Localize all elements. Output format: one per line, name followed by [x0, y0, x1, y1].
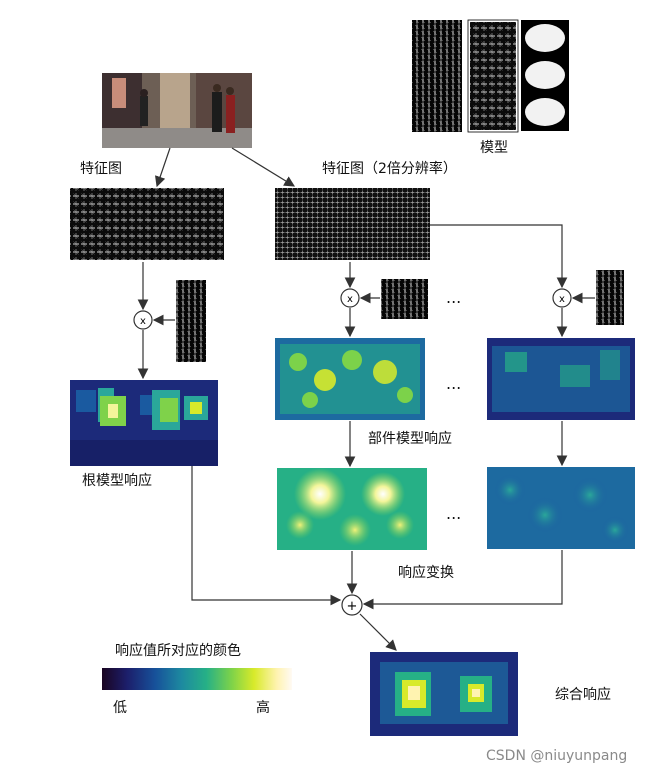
arrow-root-to-add: [191, 466, 342, 606]
transformed-response-1: [277, 468, 427, 550]
response-transform-label: 响应变换: [398, 565, 454, 581]
multiply-node-root: x: [133, 310, 153, 330]
model-label: 模型: [480, 140, 508, 156]
multiply-node-root-symbol: x: [140, 316, 146, 327]
colormap-title: 响应值所对应的颜色: [115, 643, 241, 659]
add-node: +: [341, 594, 363, 616]
root-response-heatmap: [70, 380, 218, 466]
ellipsis-row-3: ...: [446, 504, 462, 523]
watermark: CSDN @niuyunpang: [486, 748, 628, 764]
colormap-high-label: 高: [256, 700, 270, 716]
root-response-label: 根模型响应: [82, 473, 152, 489]
model-templates: [412, 19, 569, 133]
combined-response-heatmap: [370, 652, 518, 736]
transformed-response-n: [487, 467, 635, 549]
multiply-node-partn: x: [552, 288, 572, 308]
feature-map-2x: [275, 188, 430, 260]
part-filter-1: [381, 279, 428, 319]
input-photo: [102, 73, 252, 148]
colormap-low-label: 低: [113, 700, 127, 716]
part-response-label: 部件模型响应: [368, 431, 452, 447]
multiply-node-part1: x: [340, 288, 360, 308]
feature-map-2x-label: 特征图（2倍分辨率）: [322, 161, 457, 177]
multiply-node-partn-symbol: x: [559, 294, 565, 305]
arrow-transformn-to-add: [362, 550, 563, 610]
part-filter-n: [596, 270, 624, 325]
arrow-add-to-combined: [359, 613, 397, 651]
multiply-node-part1-symbol: x: [347, 294, 353, 305]
arrow-feature2x-to-multn: [430, 224, 568, 289]
feature-map-label: 特征图: [80, 161, 122, 177]
colormap-bar: [102, 668, 292, 690]
add-node-symbol: +: [347, 599, 358, 614]
part-response-heatmap-1: [275, 338, 425, 420]
arrow-photo-to-feature: [154, 147, 171, 188]
combined-response-label: 综合响应: [555, 687, 611, 703]
root-filter: [176, 280, 206, 362]
deformation-cost-maps: [521, 20, 569, 131]
part-response-heatmap-n: [487, 338, 635, 420]
connectors: [137, 147, 595, 651]
ellipsis-row-2: ...: [446, 374, 462, 393]
arrow-photo-to-feature-2x: [231, 147, 296, 187]
ellipsis-row-1: ...: [446, 288, 462, 307]
feature-map: [70, 188, 224, 260]
